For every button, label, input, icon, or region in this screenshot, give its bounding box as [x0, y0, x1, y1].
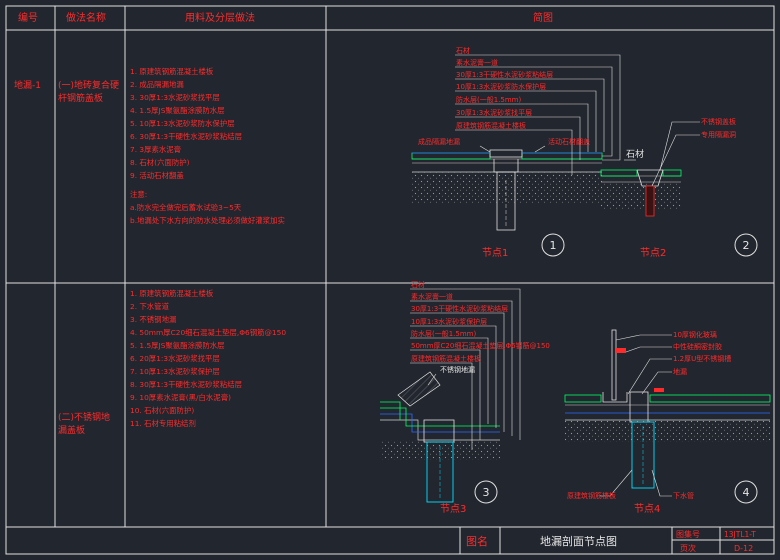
row1-info: 地漏-1 (一)地砖复合硬 杆钢筋盖板 [14, 79, 119, 104]
row2-layer: 10. 石材(六面防护) [130, 406, 194, 415]
node3-label: 50mm厚C20细石混凝土垫层,Φ6钢筋@150 [411, 341, 550, 350]
node4-bottom-left: 原建筑钢筋楼板 [567, 491, 616, 500]
title-page-value: D-12 [734, 544, 753, 553]
row2-layer: 2. 下水管道 [130, 302, 170, 311]
header-col-drawing: 简图 [533, 11, 553, 24]
row1-note: b.地漏处下水方向的防水处理必须做好灌浆加实 [130, 216, 285, 225]
header-col-no: 编号 [18, 11, 38, 24]
table-header: 编号 做法名称 用料及分层做法 简图 [18, 11, 553, 24]
row2-layer: 8. 30厚1:3干硬性水泥砂浆粘结层 [130, 380, 242, 389]
row2-layer: 11. 石材专用粘结剂 [130, 419, 196, 428]
node3-caption: 节点3 [440, 503, 466, 515]
node4-label: 中性硅酮密封胶 [673, 342, 722, 351]
row1-layer: 1. 原建筑钢筋混凝土楼板 [130, 67, 214, 76]
node1-leaders [455, 54, 621, 175]
row1-layer: 9. 活动石材翻盖 [130, 171, 184, 180]
node2-number-circle [734, 233, 758, 257]
node4-leaders [600, 334, 672, 497]
row2-layer: 6. 20厚1:3水泥砂浆找平层 [130, 354, 220, 363]
node1-label: 素水泥膏一道 [456, 58, 498, 67]
row1-layer: 5. 10厚1:3水泥砂浆防水保护层 [130, 119, 235, 128]
row2-info: (二)不锈钢地 漏盖板 [58, 411, 110, 436]
node2-label: 专用隔漏洞 [701, 130, 736, 139]
node3-label: 防水层(一般1.5mm) [411, 329, 477, 338]
node4-labels: 10厚钢化玻璃 中性硅酮密封胶 1.2厚U型不锈钢槽 地漏 原建筑钢筋楼板 下水… [567, 330, 731, 500]
node1-tag-left: 成品隔漏地漏 [418, 137, 460, 146]
row1-layer: 2. 成品隔漏地漏 [130, 80, 184, 89]
table-grid [5, 5, 775, 555]
node1-labels: 石材 素水泥膏一道 30厚1:3干硬性水泥砂浆粘结层 10厚1:3水泥砂浆防水保… [418, 46, 590, 146]
row2-layer: 1. 原建筑钢筋混凝土楼板 [130, 289, 214, 298]
node3-number: 3 [483, 486, 490, 499]
row1-code: 地漏-1 [14, 79, 41, 91]
title-atlas-label: 图集号 [676, 529, 700, 539]
node2-labels: 不锈钢盖板 专用隔漏洞 [701, 117, 736, 139]
node4-bottom-right: 下水管 [673, 491, 694, 500]
row2-layer: 9. 10厚素水泥膏(黑/白水泥膏) [130, 393, 231, 402]
node3-label: 石材 [411, 280, 425, 289]
row1-layer: 3. 30厚1:3水泥砂浆找平层 [130, 93, 220, 102]
node4-label: 地漏 [673, 367, 687, 376]
node1-label: 30厚1:3水泥砂浆找平层 [456, 108, 532, 117]
row2-layer: 3. 不锈钢地漏 [130, 315, 176, 324]
node4-section-drawing [564, 329, 771, 489]
node2-section-drawing [600, 169, 682, 217]
row1-layer: 4. 1.5厚JS聚氨酯涂膜防水层 [130, 106, 225, 115]
node1-label: 防水层(一般1.5mm) [456, 95, 522, 104]
title-atlas-value: 13JTL1-T [724, 530, 756, 539]
node3-number-circle [474, 480, 498, 504]
node2-label: 不锈钢盖板 [701, 117, 736, 126]
node2-tag: 石材 [626, 148, 644, 160]
row2-layer: 4. 50mm厚C20细石混凝土垫层,Φ6钢筋@150 [130, 328, 286, 337]
row1-layer: 6. 30厚1:3干硬性水泥砂浆粘结层 [130, 132, 242, 141]
row1-name-line2: 杆钢筋盖板 [58, 92, 103, 104]
row1-layer: 7. 3厚素水泥膏 [130, 145, 181, 154]
row1-name-line1: (一)地砖复合硬 [58, 79, 119, 91]
node2-leaders [624, 121, 700, 187]
row2-name-line1: (二)不锈钢地 [58, 411, 110, 423]
node3-label: 素水泥膏一道 [411, 292, 453, 301]
node3-section-drawing [380, 371, 500, 503]
row1-layer: 8. 石材(六面防护) [130, 158, 190, 167]
row2-layers: 1. 原建筑钢筋混凝土楼板 2. 下水管道 3. 不锈钢地漏 4. 50mm厚C… [130, 289, 286, 428]
node4-number: 4 [743, 486, 750, 499]
node3-label: 原建筑钢筋混凝土楼板 [411, 354, 481, 363]
node1-caption: 节点1 [482, 247, 508, 259]
node1-label: 10厚1:3水泥砂浆防水保护层 [456, 82, 546, 91]
node3-label: 30厚1:3干硬性水泥砂浆粘结层 [411, 304, 508, 313]
node4-label: 1.2厚U型不锈钢槽 [673, 354, 731, 363]
node3-label: 10厚1:3水泥砂浆保护层 [411, 317, 487, 326]
node2-caption: 节点2 [640, 247, 666, 259]
title-name-value: 地漏剖面节点图 [540, 534, 617, 548]
row1-layers: 1. 原建筑钢筋混凝土楼板 2. 成品隔漏地漏 3. 30厚1:3水泥砂浆找平层… [130, 67, 285, 225]
node4-caption: 节点4 [634, 503, 660, 515]
header-col-name: 做法名称 [66, 11, 106, 24]
node3-leaders [410, 288, 521, 450]
node1-tag-right: 活动石材翻盖 [548, 137, 590, 146]
row2-layer: 7. 10厚1:3水泥砂浆保护层 [130, 367, 220, 376]
node1-number-circle [541, 233, 565, 257]
title-page-label: 页次 [680, 543, 696, 553]
node1-section-drawing [411, 149, 603, 231]
node2-number: 2 [743, 239, 750, 252]
node1-label: 原建筑钢筋混凝土楼板 [456, 121, 526, 130]
row1-note-title: 注意: [130, 190, 147, 199]
row1-note: a.防水完全做完后蓄水试验3~5天 [130, 203, 242, 212]
node1-number: 1 [550, 239, 557, 252]
title-block: 图名 地漏剖面节点图 图集号 13JTL1-T 页次 D-12 [466, 529, 756, 553]
node4-label: 10厚钢化玻璃 [673, 330, 717, 339]
row2-layer: 5. 1.5厚JS聚氨酯涂膜防水层 [130, 341, 225, 350]
title-name-label: 图名 [466, 534, 488, 548]
header-col-materials: 用料及分层做法 [185, 11, 255, 24]
node1-label: 石材 [456, 46, 470, 55]
node4-number-circle [734, 480, 758, 504]
row2-name-line2: 漏盖板 [58, 424, 85, 436]
node1-label: 30厚1:3干硬性水泥砂浆粘结层 [456, 70, 553, 79]
node3-tag: 不锈钢地漏 [440, 365, 475, 374]
node3-labels: 石材 素水泥膏一道 30厚1:3干硬性水泥砂浆粘结层 10厚1:3水泥砂浆保护层… [411, 280, 550, 363]
